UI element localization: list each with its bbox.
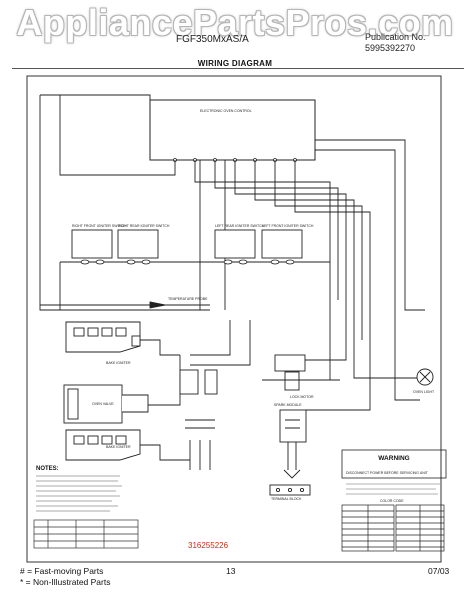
notes-title: NOTES: [36,466,59,472]
part-number: 316255226 [188,541,229,550]
legend-fast-moving: # = Fast-moving Parts [20,566,104,576]
temperature-probe [40,301,210,309]
control-wires [39,94,425,360]
terminal-block [269,484,311,496]
right-wires [305,300,420,411]
page-number: 13 [226,566,236,576]
legend-non-illustrated: * = Non-Illustrated Parts [20,577,111,587]
oven-control-box [149,99,316,161]
bake-igniter-label: BAKE IGNITER [106,361,131,365]
oven-valve-label: OVEN VALVE [92,402,114,406]
igniter-switch-row [59,229,330,310]
broil-igniter-label: BAKE IGNITER [106,445,131,449]
door-lock-label: LOCK MOTOR [290,395,314,399]
model-number: FGF350MxAS/A [176,34,249,45]
warning-box [341,449,447,479]
oven-light-label: OVEN LIGHT [413,390,435,394]
switch-label-right-rear: RIGHT REAR IGNITER SWITCH [118,224,170,228]
warning-title: WARNING [378,455,410,462]
publication-number: 5995392270 [365,43,416,53]
oven-control-label: ELECTRONIC OVEN CONTROL [200,109,252,113]
diagram-border [26,75,442,563]
broil-igniter-assembly [65,429,141,461]
page-title: WIRING DIAGRAM [197,59,273,68]
switch-label-right-front: RIGHT FRONT IGNITER SWITCH [72,224,126,228]
bake-igniter-assembly [65,321,141,353]
oven-valve [63,384,149,424]
switch-box-right-front [71,229,113,259]
publication-label: Publication No. [365,32,426,42]
switch-contacts [80,259,295,265]
switch-box-right-rear [117,229,159,259]
middle-components [179,369,218,470]
switch-label-left-front: LEFT FRONT IGNITER SWITCH [262,224,314,228]
publication-block: Publication No. 5995392270 [365,32,426,54]
spark-module-label: SPARK MODULE [274,403,302,407]
switch-box-left-rear [214,229,256,259]
warning-subtitle: DISCONNECT POWER BEFORE SERVICING UNIT [346,471,429,475]
notes-lines [36,475,122,512]
spark-module [279,409,307,479]
watermark: AppliancePartsPros.com [16,2,454,43]
publication-date: 07/03 [428,566,450,576]
color-code-body-lines [346,483,440,495]
switch-box-left-front [261,229,303,259]
terminal-block-label: TERMINAL BLOCK [271,497,302,501]
oven-light [416,368,434,386]
color-code-table [341,504,445,552]
igniter-wires [140,320,251,461]
notes-table [33,519,139,549]
door-lock-assembly [262,354,340,391]
color-code-title: COLOR CODE [380,499,404,503]
title-rule [12,68,464,69]
temperature-probe-label: TEMPERATURE PROBE [168,297,208,301]
switch-label-left-rear: LEFT REAR IGNITER SWITCH [215,224,265,228]
